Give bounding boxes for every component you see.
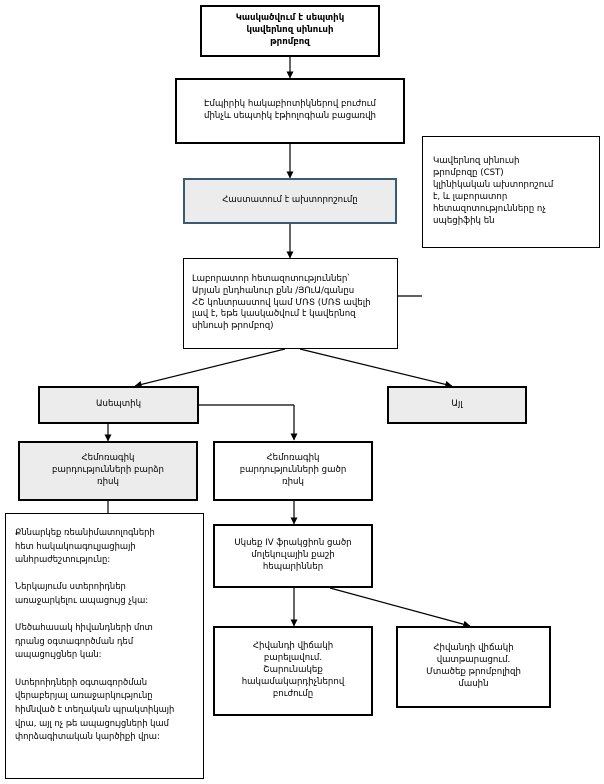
node-anticoagulation-notes[interactable]: Քննարկեք ռեանիմատոլոգների հետ հակակոագու… <box>5 513 204 779</box>
node-cst-clinical-note[interactable]: Կավերնոզ սինուսի թրոմբոզը (CST) կլինիկակ… <box>422 136 600 248</box>
node-low-hemorrhagic-risk-label: Հեմոռագիկ բարդությունների ցածր ռիսկ <box>239 453 347 487</box>
node-suspect-cst-label: Կասկածվում է սեպտիկ կավերնոզ սինուսի թրո… <box>235 13 345 47</box>
node-empiric-antibiotics-label: Էմպիրիկ հակաբիոտիկներով բուժում մինչև սե… <box>204 99 376 121</box>
node-confirm-diagnosis-label: Հաստատում է ախտորոշումը <box>222 195 358 206</box>
node-patient-improves[interactable]: Հիվանդի վիճակի բարելավում. Շարունակեք հա… <box>213 626 373 716</box>
node-anticoagulation-notes-label: Քննարկեք ռեանիմատոլոգների հետ հակակոագու… <box>15 527 175 742</box>
node-confirm-diagnosis[interactable]: Հաստատում է ախտորոշումը <box>183 178 397 224</box>
node-patient-deteriorates[interactable]: Հիվանդի վիճակի վատթարացում. Մտածեք թրոմբ… <box>396 626 551 708</box>
node-start-lmwh[interactable]: Սկսեք IV ֆրակցիոն ցածր մոլեկուլային քաշի… <box>213 524 373 588</box>
node-empiric-antibiotics[interactable]: Էմպիրիկ հակաբիոտիկներով բուժում մինչև սե… <box>175 78 405 144</box>
node-high-hemorrhagic-risk[interactable]: Հեմոռագիկ բարդությունների բարձր ռիսկ <box>18 441 198 501</box>
node-other-branch-label: Այլ <box>451 399 463 410</box>
node-high-hemorrhagic-risk-label: Հեմոռագիկ բարդությունների բարձր ռիսկ <box>52 453 164 487</box>
node-aseptic-branch[interactable]: Ասեպտիկ <box>38 386 199 424</box>
node-lab-investigations[interactable]: Լաբորատոր հետազոտություններ՝ Արյան ընդհա… <box>183 258 398 349</box>
node-patient-improves-label: Հիվանդի վիճակի բարելավում. Շարունակեք հա… <box>241 641 345 699</box>
node-lab-investigations-label: Լաբորատոր հետազոտություններ՝ Արյան ընդհա… <box>192 273 371 332</box>
node-cst-clinical-note-label: Կավերնոզ սինուսի թրոմբոզը (CST) կլինիկակ… <box>433 156 554 226</box>
node-suspect-cst[interactable]: Կասկածվում է սեպտիկ կավերնոզ սինուսի թրո… <box>200 5 380 57</box>
node-low-hemorrhagic-risk[interactable]: Հեմոռագիկ բարդությունների ցածր ռիսկ <box>213 441 373 501</box>
node-other-branch[interactable]: Այլ <box>387 386 527 424</box>
node-start-lmwh-label: Սկսեք IV ֆրակցիոն ցածր մոլեկուլային քաշի… <box>234 538 352 572</box>
node-patient-deteriorates-label: Հիվանդի վիճակի վատթարացում. Մտածեք թրոմբ… <box>426 643 521 689</box>
node-aseptic-branch-label: Ասեպտիկ <box>95 399 142 410</box>
